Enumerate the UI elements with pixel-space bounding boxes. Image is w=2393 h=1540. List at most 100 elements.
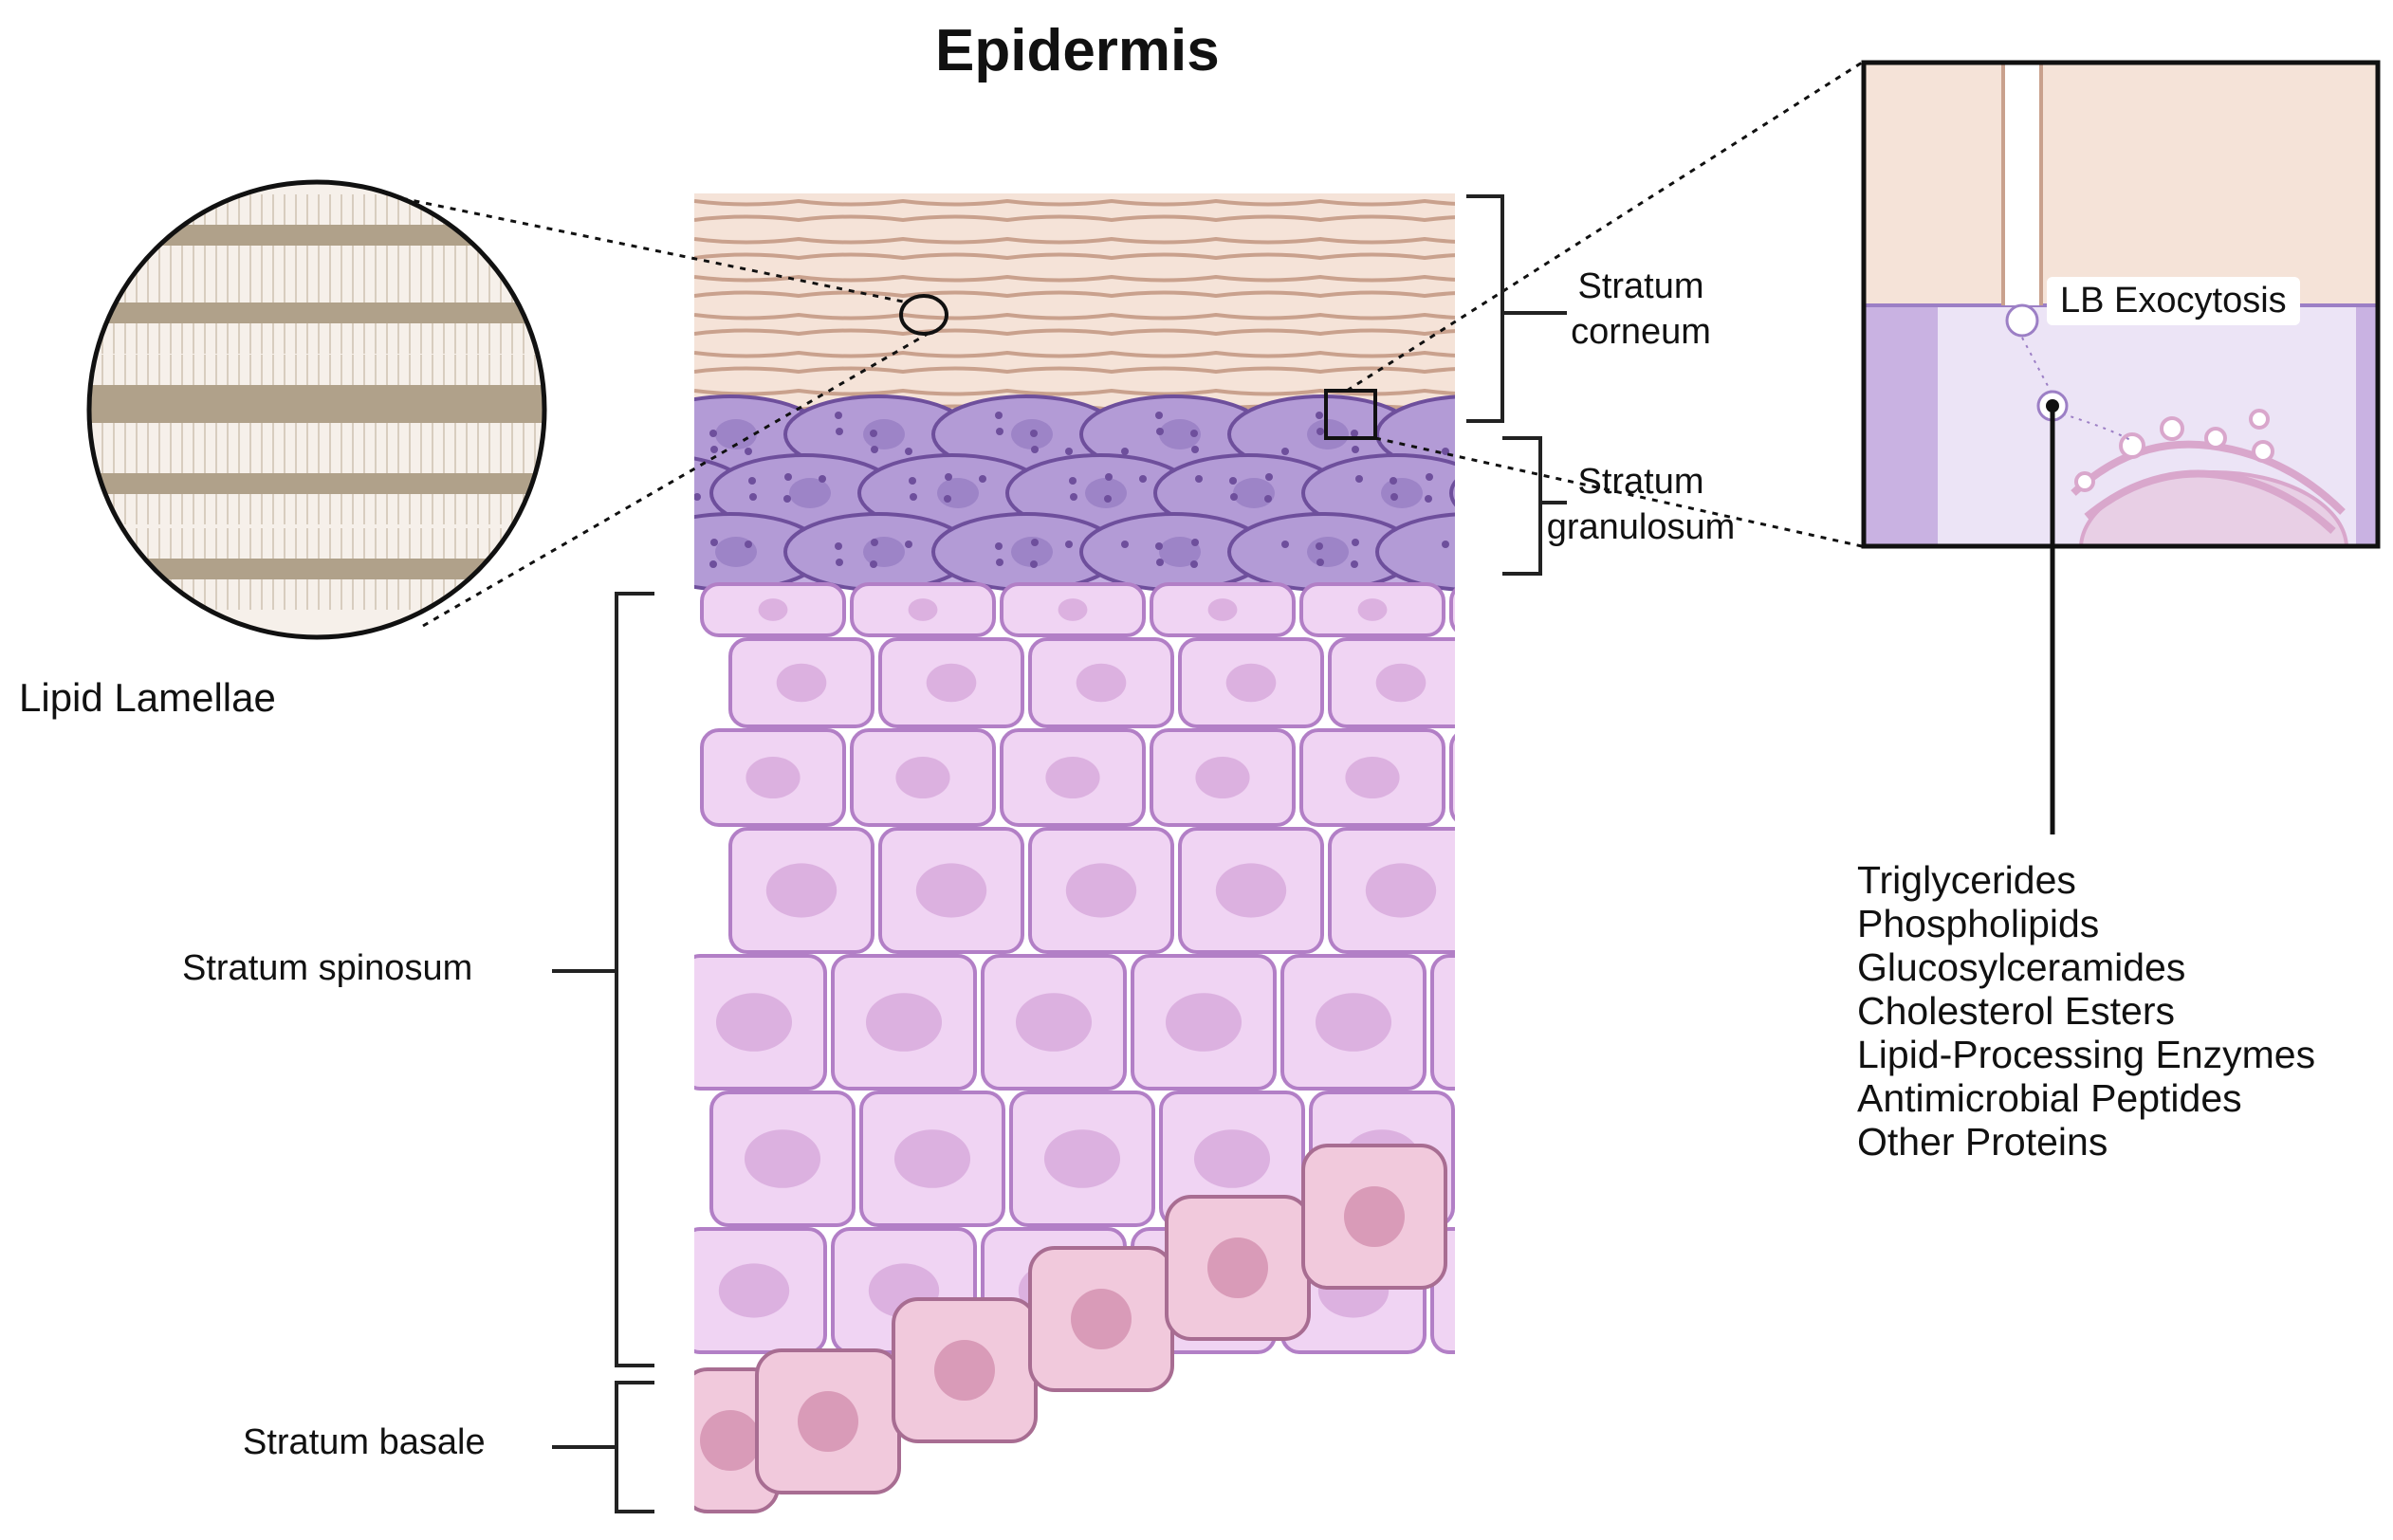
keratohyalin-granule bbox=[1195, 475, 1203, 483]
lipid-bilayer-band bbox=[89, 385, 544, 423]
keratohyalin-granule bbox=[624, 473, 632, 481]
keratohyalin-granule bbox=[1265, 473, 1273, 481]
nucleus bbox=[1165, 993, 1243, 1052]
stratum-spinosum-label: Stratum spinosum bbox=[182, 948, 473, 988]
keratohyalin-granule bbox=[748, 477, 756, 485]
keratohyalin-granule bbox=[910, 493, 917, 501]
keratohyalin-granule bbox=[619, 559, 627, 566]
keratohyalin-granule bbox=[1316, 428, 1324, 435]
nucleus bbox=[1195, 757, 1250, 798]
keratohyalin-granule bbox=[1156, 428, 1164, 435]
keratohyalin-granule bbox=[1031, 446, 1039, 453]
keratohyalin-granule bbox=[749, 493, 757, 501]
keratohyalin-granule bbox=[870, 560, 877, 568]
lb-exocytosis-inset bbox=[1861, 60, 2381, 834]
nucleus bbox=[893, 1129, 971, 1188]
spinous-cell bbox=[1449, 587, 1455, 632]
keratohyalin-granule bbox=[1442, 541, 1449, 548]
nucleus bbox=[1465, 993, 1541, 1052]
keratohyalin-granule bbox=[1426, 473, 1433, 481]
spinosum-cells bbox=[694, 582, 1541, 1354]
keratohyalin-granule bbox=[1316, 542, 1323, 550]
keratohyalin-granule bbox=[1139, 475, 1147, 483]
keratohyalin-granule bbox=[905, 541, 912, 548]
zoom-marker-square bbox=[1324, 389, 1377, 440]
nucleus bbox=[715, 993, 793, 1052]
keratohyalin-granule bbox=[1351, 430, 1358, 437]
keratohyalin-granule bbox=[819, 475, 826, 483]
nucleus bbox=[641, 478, 683, 508]
nucleus bbox=[1508, 598, 1537, 621]
keratohyalin-granule bbox=[1030, 430, 1038, 437]
nucleus bbox=[700, 1410, 761, 1471]
keratohyalin-granule bbox=[1442, 448, 1449, 455]
nucleus bbox=[1058, 598, 1088, 621]
keratohyalin-granule bbox=[1190, 560, 1198, 568]
lipid-bilayer-band bbox=[89, 225, 544, 246]
keratohyalin-granule bbox=[836, 428, 843, 435]
keratohyalin-granule bbox=[996, 559, 1003, 566]
stratum-corneum-label-line2: corneum bbox=[1571, 312, 1711, 352]
keratohyalin-granule bbox=[658, 475, 666, 483]
nucleus bbox=[908, 598, 938, 621]
nucleus bbox=[1065, 863, 1137, 918]
lipid-bilayer-band bbox=[89, 559, 544, 579]
layer-brackets bbox=[552, 194, 1567, 1513]
keratohyalin-granule bbox=[1230, 493, 1238, 501]
corneum-lines bbox=[694, 198, 1455, 412]
keratohyalin-granule bbox=[710, 446, 718, 453]
keratohyalin-granule bbox=[1264, 495, 1272, 503]
keratohyalin-granule bbox=[1229, 477, 1237, 485]
corneocyte-line bbox=[694, 252, 1455, 261]
nucleus bbox=[1455, 419, 1497, 449]
keratohyalin-granule bbox=[1476, 412, 1483, 419]
keratohyalin-granule bbox=[784, 473, 792, 481]
keratohyalin-granule bbox=[995, 412, 1003, 419]
keratohyalin-granule bbox=[1351, 560, 1358, 568]
keratohyalin-granule bbox=[1281, 448, 1289, 455]
keratohyalin-granule bbox=[1355, 475, 1363, 483]
spinous-cell bbox=[1430, 954, 1455, 1091]
nucleus bbox=[937, 478, 979, 508]
list-item: Triglycerides bbox=[1857, 858, 2076, 902]
stratum-granulosum-label-line1: Stratum bbox=[1577, 462, 1704, 502]
granulosum-cells bbox=[549, 394, 1497, 592]
nucleus bbox=[718, 1263, 790, 1318]
nucleus bbox=[865, 993, 943, 1052]
keratohyalin-granule bbox=[619, 428, 627, 435]
keratohyalin-granule bbox=[694, 493, 701, 501]
keratohyalin-granule bbox=[745, 541, 752, 548]
keratohyalin-granule bbox=[1390, 493, 1398, 501]
nucleus bbox=[1233, 478, 1275, 508]
keratohyalin-granule bbox=[1104, 495, 1112, 503]
nucleus bbox=[746, 757, 801, 798]
keratohyalin-granule bbox=[1121, 448, 1129, 455]
keratohyalin-granule bbox=[1105, 473, 1113, 481]
keratohyalin-granule bbox=[1191, 446, 1199, 453]
nucleus bbox=[1159, 537, 1201, 567]
stratum-basale-label: Stratum basale bbox=[243, 1422, 486, 1462]
granular-cell bbox=[1449, 479, 1455, 507]
keratohyalin-granule bbox=[1121, 541, 1129, 548]
keratohyalin-granule bbox=[674, 412, 682, 419]
keratohyalin-granule bbox=[1031, 539, 1039, 546]
list-item: Lipid-Processing Enzymes bbox=[1857, 1033, 2316, 1076]
corneocyte-line bbox=[694, 236, 1455, 245]
list-item: Antimicrobial Peptides bbox=[1857, 1076, 2242, 1120]
nucleus bbox=[1207, 598, 1238, 621]
stratum-corneum-label-line1: Stratum bbox=[1577, 266, 1704, 306]
keratohyalin-granule bbox=[909, 477, 916, 485]
keratohyalin-granule bbox=[549, 560, 557, 568]
keratohyalin-granule bbox=[550, 539, 558, 546]
lipid-lamellae-zoom bbox=[89, 182, 544, 637]
keratohyalin-granule bbox=[996, 428, 1003, 435]
stratum-corneum-label: Stratum corneum bbox=[1480, 264, 1802, 355]
nucleus bbox=[1207, 1238, 1268, 1298]
nucleus bbox=[1159, 419, 1201, 449]
lipid-bilayer-band bbox=[89, 473, 544, 494]
spinous-cell bbox=[1449, 733, 1455, 822]
corneocyte-line bbox=[694, 214, 1455, 223]
lipid-bilayer-band bbox=[89, 302, 544, 323]
keratohyalin-granule bbox=[1477, 559, 1484, 566]
